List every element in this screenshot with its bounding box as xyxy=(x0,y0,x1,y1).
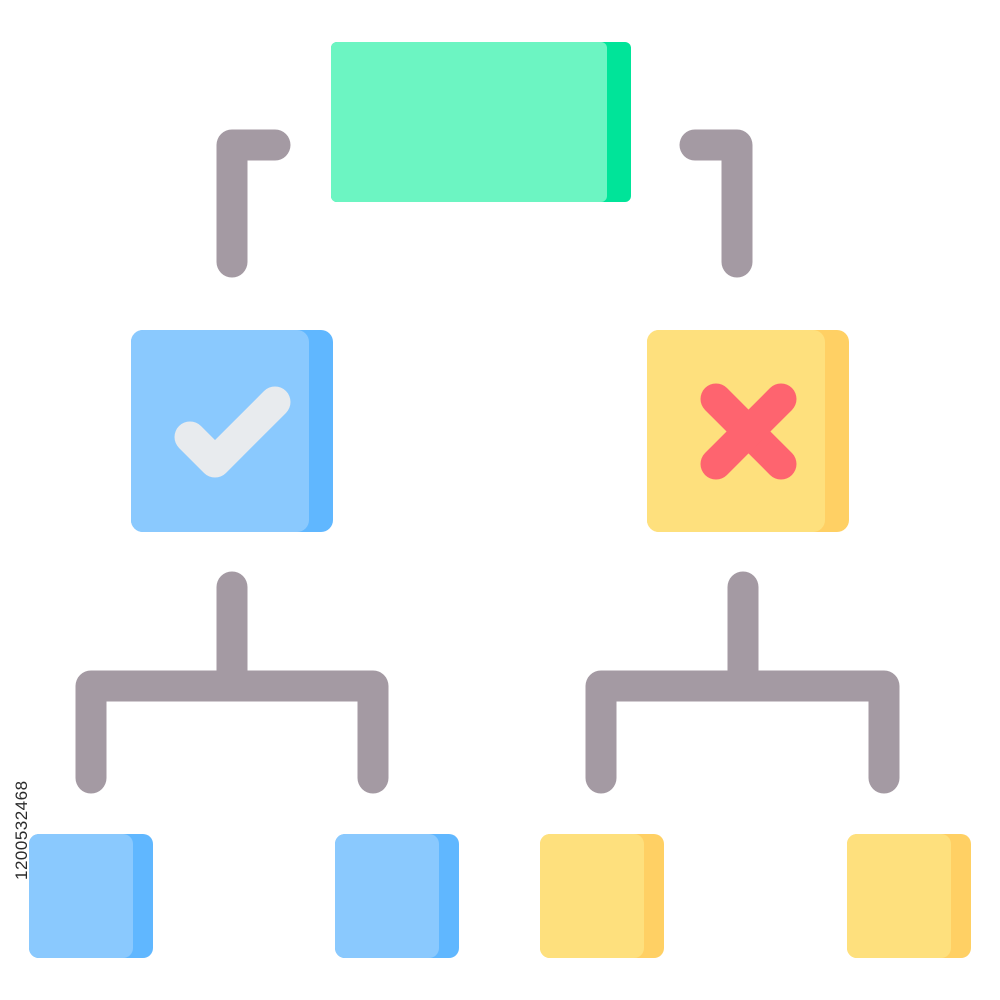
connector-root-to-approved xyxy=(216,129,291,278)
leaf-node-rejected-1 xyxy=(540,834,664,958)
root-node xyxy=(331,42,631,202)
check-icon xyxy=(174,386,291,478)
leaf-node-approved-1 xyxy=(29,834,153,958)
leaf-node-rejected-2 xyxy=(847,834,971,958)
connector-approved-branches xyxy=(75,670,389,794)
approved-node xyxy=(131,330,333,532)
stock-id-watermark: 1200532468 xyxy=(12,780,31,880)
leaf-node-approved-2 xyxy=(335,834,459,958)
cross-icon xyxy=(700,383,797,480)
connectors xyxy=(75,129,900,794)
connector-root-to-rejected xyxy=(679,129,753,278)
rejected-node xyxy=(647,330,849,532)
connector-rejected-branches xyxy=(585,670,900,794)
